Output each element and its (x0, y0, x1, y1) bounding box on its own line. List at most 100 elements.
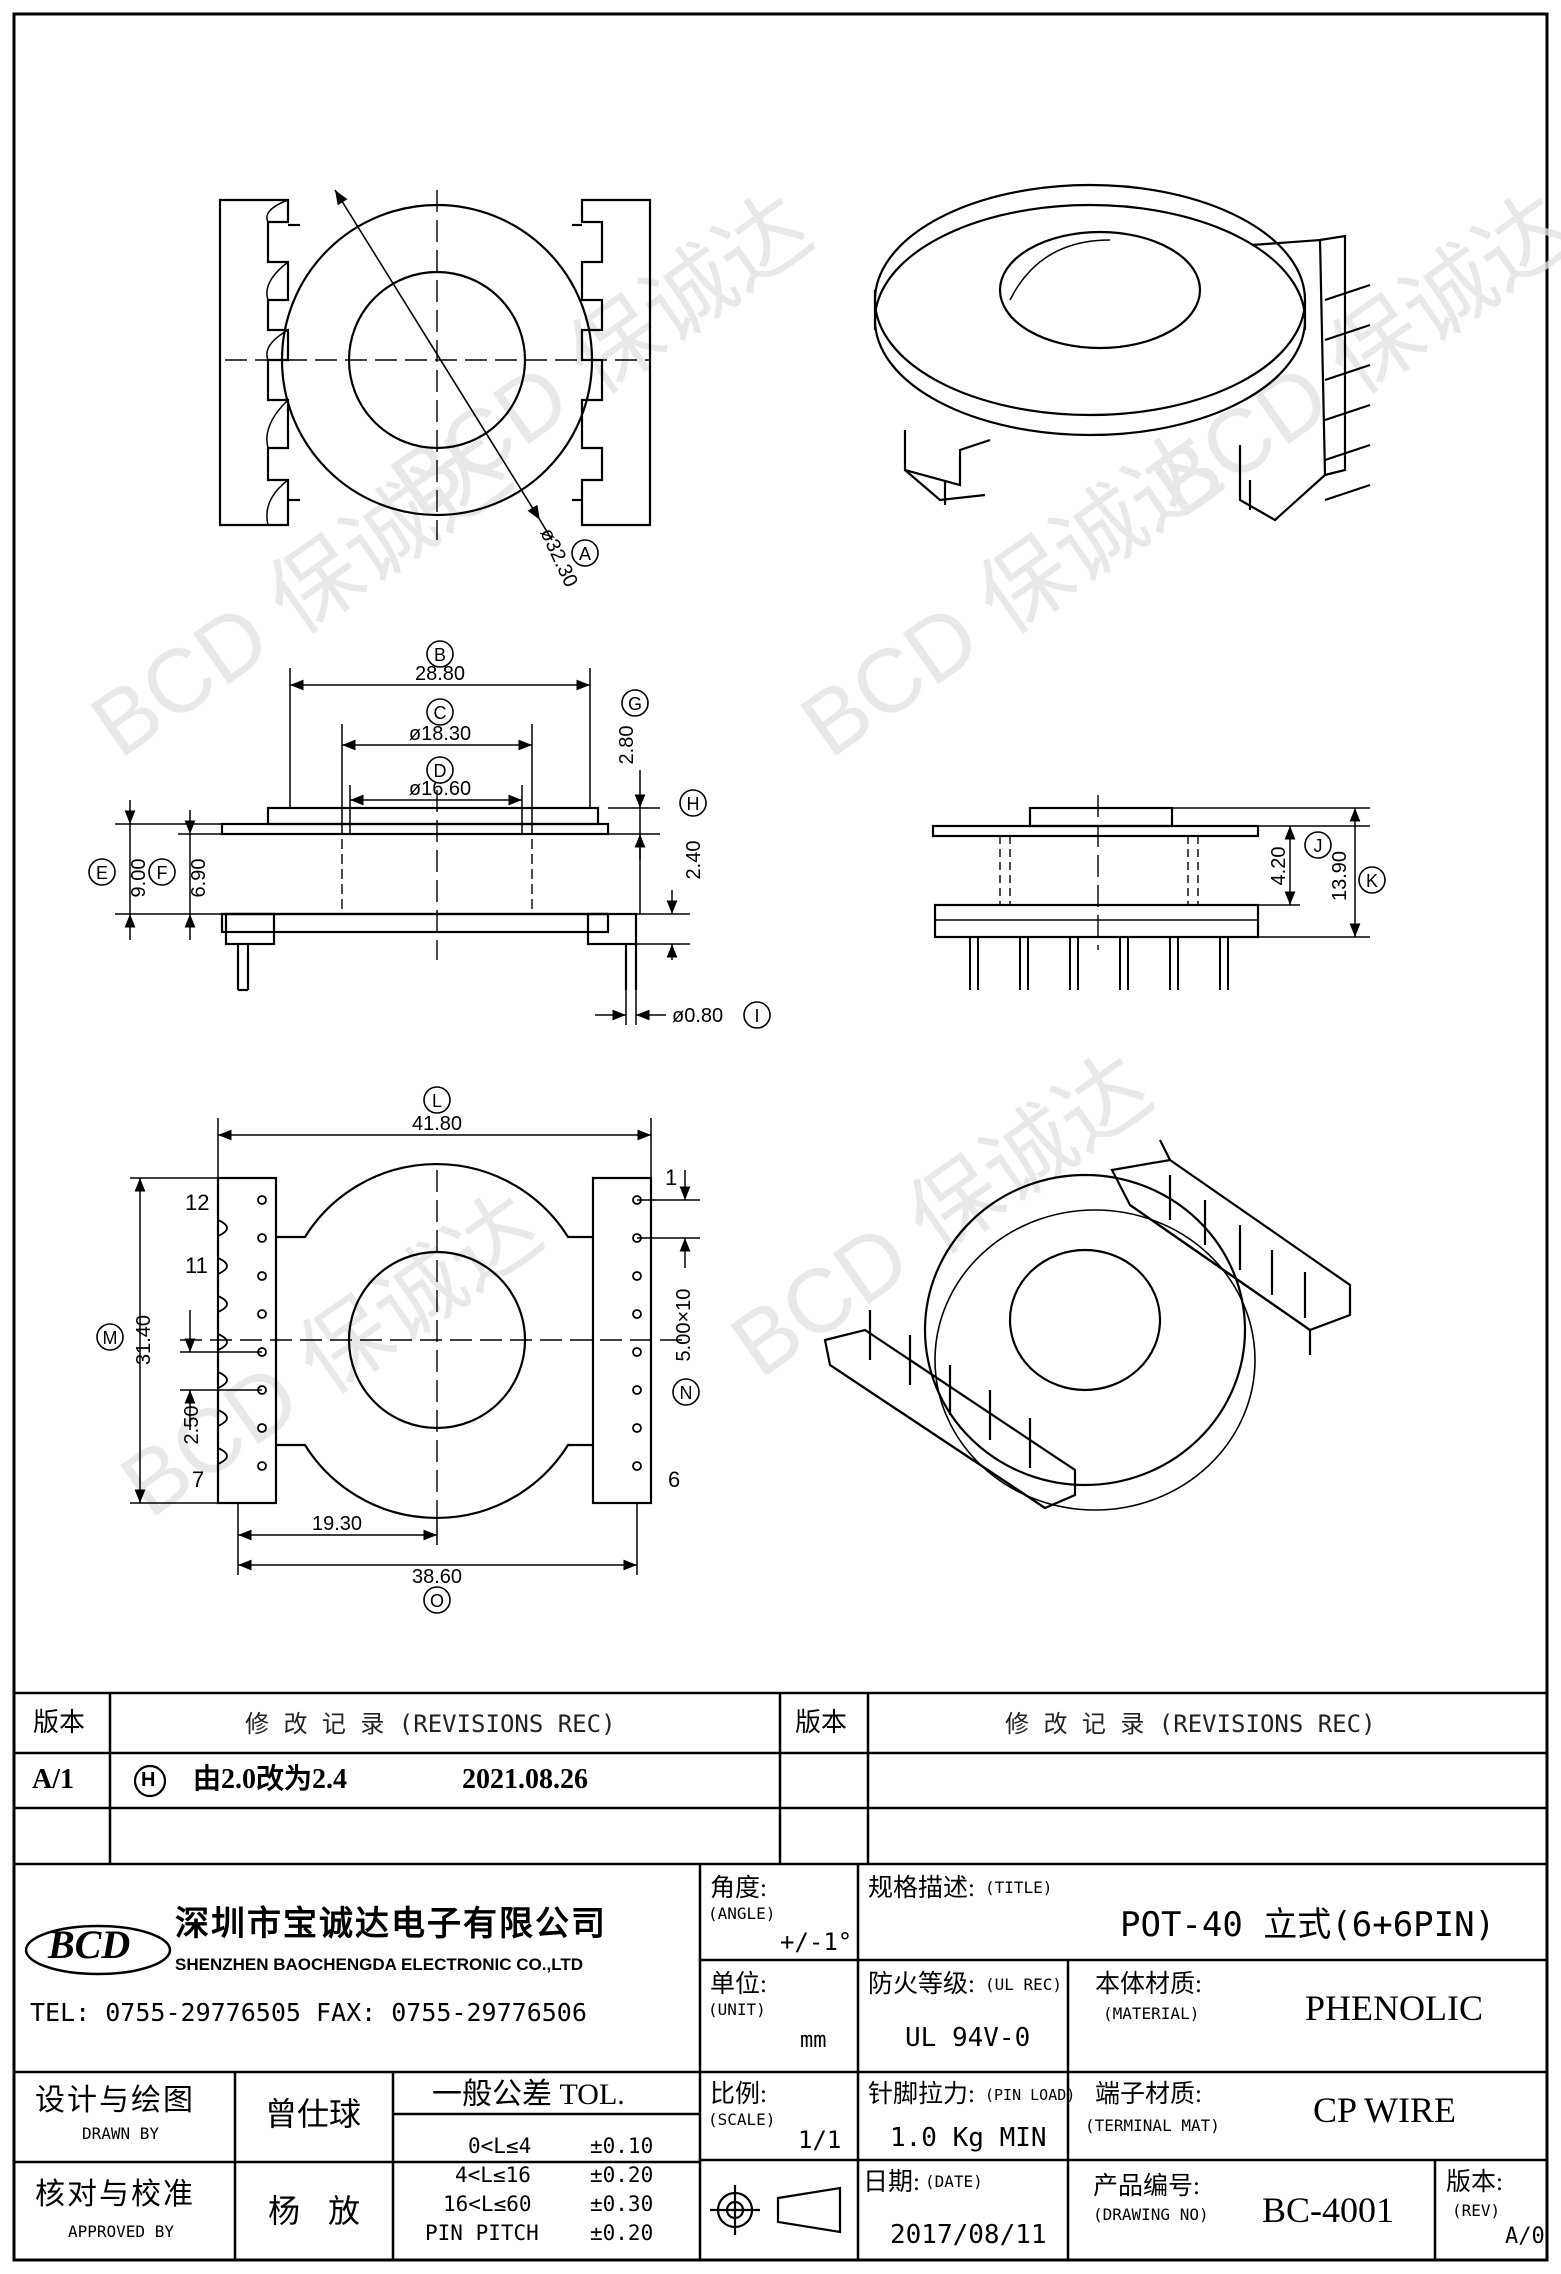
scale-label: 比例: (710, 2081, 767, 2108)
dim-N (637, 1170, 700, 1268)
date-label: 日期: (863, 2169, 920, 2196)
dim-B-letter: B (434, 645, 446, 665)
watermark-text: BCD 保诚达 (714, 1036, 1169, 1396)
watermark-text: BCD 保诚达 (1134, 176, 1561, 536)
dim-B-value: 28.80 (415, 663, 465, 685)
company-name-cn: 深圳市宝诚达电子有限公司 (175, 1905, 607, 1943)
scale-value: 1/1 (798, 2126, 842, 2154)
dim-A-letter: A (579, 544, 591, 564)
pinload-label: 针脚拉力: (868, 2081, 975, 2108)
tol-value-0: ±0.10 (590, 2134, 654, 2158)
dim-M-value: 31.40 (133, 1315, 155, 1365)
dim-O-letter: O (430, 1591, 444, 1611)
watermark-text: BCD 保诚达 (104, 1176, 559, 1536)
rev-label: 版本: (1446, 2169, 1503, 2196)
company-tel-fax: TEL: 0755-29776505 FAX: 0755-29776506 (30, 1998, 587, 2027)
terminal-label: 端子材质: (1095, 2081, 1202, 2108)
dim-J-letter: J (1314, 836, 1323, 856)
dim-I (595, 990, 666, 1025)
rev-header-rec-left: 修 改 记 录 (REVISIONS REC) (245, 1710, 616, 1738)
tol-range-2: 16<L≤60 (443, 2192, 532, 2216)
checker-name: 杨 放 (268, 2193, 371, 2229)
dim-K-letter: K (1366, 871, 1378, 891)
rev-row-ver: A/1 (32, 1764, 74, 1795)
iso-view-top (873, 183, 1371, 522)
date-value: 2017/08/11 (890, 2220, 1047, 2250)
rev-en: (REV) (1452, 2201, 1501, 2220)
material-value: PHENOLIC (1305, 1988, 1483, 2028)
title-label: 规格描述: (868, 1875, 975, 1902)
dim-D-value: ø16.60 (409, 778, 471, 800)
bottom-view-centerlines (180, 1170, 690, 1520)
dim-A-leader (334, 189, 541, 521)
revision-mark-icon (133, 1764, 167, 1798)
dim-M (130, 1177, 218, 1504)
dim-F-value: 6.90 (188, 859, 210, 898)
pinload-en: (PIN LOAD) (985, 2086, 1076, 2104)
pin-label-12: 12 (185, 1190, 209, 1215)
company-name-en: SHENZHEN BAOCHENGDA ELECTRONIC CO.,LTD (175, 1955, 583, 1974)
dim-A-bubble (571, 539, 599, 567)
design-label: 设计与绘图 (35, 2084, 195, 2117)
iso-view-bottom (823, 1139, 1352, 1511)
dim-C (341, 724, 533, 834)
tol-range-1: 4<L≤16 (455, 2163, 531, 2187)
dim-N-letter: N (680, 1383, 693, 1403)
rev-row-text: 由2.0改为2.4 (193, 1764, 348, 1795)
dim-P-value: 2.50 (181, 1406, 203, 1445)
dim-L-value: 41.80 (412, 1113, 462, 1135)
material-en: (MATERIAL) (1103, 2004, 1200, 2023)
tol-value-3: ±0.20 (590, 2221, 654, 2245)
rev-header-ver-left: 版本 (33, 1708, 86, 1737)
title-en: (TITLE) (985, 1878, 1053, 1897)
pin-label-7: 7 (192, 1467, 204, 1492)
ul-value: UL 94V-0 (905, 2023, 1031, 2053)
dim-D (349, 785, 523, 834)
tolerance-label: 一般公差 TOL. (432, 2078, 625, 2111)
drawing-no-label: 产品编号: (1093, 2173, 1200, 2200)
dim-P (180, 1310, 262, 1430)
pin-label-1: 1 (665, 1165, 677, 1190)
dim-J-value: 4.20 (1268, 847, 1290, 886)
unit-en: (UNIT) (708, 2000, 766, 2019)
angle-label: 角度: (710, 1875, 767, 1902)
dim-L-letter: L (432, 1091, 442, 1111)
design-en: DRAWN BY (82, 2124, 160, 2143)
dim-H-letter: H (687, 794, 700, 814)
dim-O-value: 38.60 (412, 1566, 462, 1588)
dim-G-value: 2.80 (616, 726, 638, 765)
pin-label-11: 11 (185, 1253, 208, 1278)
rev-row-date: 2021.08.26 (462, 1764, 588, 1795)
tol-value-1: ±0.20 (590, 2163, 654, 2187)
ul-en: (UL REC) (985, 1975, 1063, 1994)
dim-J-K (1172, 807, 1370, 938)
drawing-no-value: BC-4001 (1262, 2190, 1395, 2230)
check-label: 核对与校准 (35, 2178, 195, 2211)
dim-G-letter: G (628, 694, 642, 714)
dim-C-letter: C (434, 703, 447, 723)
dim-M-letter: M (103, 1328, 118, 1348)
dim-N-value: 5.00×10 (673, 1289, 695, 1362)
dim-E-letter: E (96, 863, 108, 883)
sheet-border (12, 12, 1549, 2262)
dim-I-letter: I (754, 1006, 759, 1026)
angle-value: +/-1° (780, 1928, 853, 1956)
dim-B (289, 668, 591, 808)
dim-K-value: 13.90 (1329, 851, 1351, 901)
designer-name: 曾仕球 (265, 2096, 362, 2132)
dim-I-value: ø0.80 (672, 1005, 723, 1027)
dim-F-letter: F (157, 863, 168, 883)
dim-H-value: 2.40 (683, 841, 705, 880)
drawing-no-en: (DRAWING NO) (1093, 2205, 1209, 2224)
tol-value-2: ±0.30 (590, 2192, 654, 2216)
dim-G-H (608, 770, 690, 960)
dim-Q-value: 19.30 (312, 1513, 362, 1535)
rev-value: A/0 (1505, 2224, 1545, 2249)
pin-label-6: 6 (668, 1467, 680, 1492)
company-logo-text: BCD (48, 1922, 131, 1967)
rev-header-ver-right: 版本 (795, 1708, 848, 1737)
title-value: POT-40 立式(6+6PIN) (1120, 1905, 1496, 1945)
side-view-pins (969, 937, 1229, 990)
unit-label: 单位: (710, 1971, 767, 1998)
date-en: (DATE) (925, 2172, 983, 2191)
